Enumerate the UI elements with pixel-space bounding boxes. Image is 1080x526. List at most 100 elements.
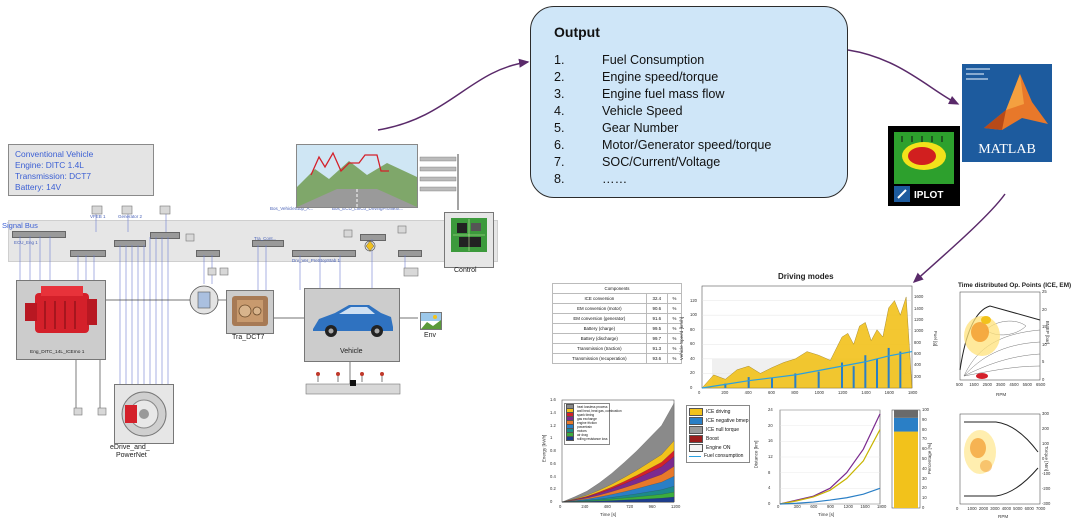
distance-line xyxy=(779,487,881,505)
driving-modes-legend: ICE driving ICE negative bmep ICE null t… xyxy=(686,405,750,463)
energy-x-label: Time [s] xyxy=(600,512,617,517)
negative-bmep-bar xyxy=(794,373,797,388)
legend-item: Fuel consumption xyxy=(689,453,743,459)
distance-line xyxy=(779,413,881,505)
bus-slot xyxy=(398,250,422,257)
info-line-vehicle-type: Conventional Vehicle xyxy=(15,149,94,159)
legend-item: ICE driving xyxy=(689,408,730,416)
engine-block[interactable] xyxy=(16,280,106,360)
bus-slot xyxy=(150,232,180,239)
bus-slot xyxy=(252,240,284,247)
bus-slot xyxy=(360,234,386,241)
ice-map-y-label: BMEP [bar] xyxy=(1045,320,1051,345)
percentage-bar-segment xyxy=(894,417,918,432)
engine-block-label: Eng_DITC_14L_ICEmo 1 xyxy=(30,350,85,355)
landscape-speed-profile-icon xyxy=(297,145,417,207)
table-header: Components xyxy=(552,283,682,294)
bus-block-label: VFEB 1 xyxy=(90,214,106,219)
control-block-label: Control xyxy=(454,267,477,274)
bus-slot xyxy=(114,240,146,247)
bus-block-label: Generator 2 xyxy=(118,214,143,219)
percentage-y-label: Percentage [%] xyxy=(927,442,933,475)
control-block[interactable] xyxy=(444,212,494,268)
distance-y-label: Distance [km] xyxy=(753,440,759,469)
bus-block-label: ECU_Eng 1 xyxy=(14,240,38,245)
output-item-motor-generator: 6.Motor/Generator speed/torque xyxy=(554,138,772,152)
bus-slot xyxy=(12,231,66,238)
edrive-label-line1: eDrive_and_ xyxy=(110,444,150,451)
output-title: Output xyxy=(554,24,600,40)
ice-op-points-map xyxy=(959,291,1041,381)
legend-item: ICE null torque xyxy=(689,426,739,434)
vehicle-block-label: Vehicle xyxy=(340,348,363,355)
percentage-bar-segment xyxy=(894,431,918,508)
output-item-engine-speed-torque: 2.Engine speed/torque xyxy=(554,70,719,84)
info-line-transmission: Transmission: DCT7 xyxy=(15,171,92,181)
table-row: Transmission (recuperation)93.6% xyxy=(552,353,683,364)
output-item-fuel-mass-flow: 3.Engine fuel mass flow xyxy=(554,87,725,101)
distance-x-label: Time [s] xyxy=(818,512,835,517)
vehicle-info-box: Conventional Vehicle Engine: DITC 1.4L T… xyxy=(8,144,154,196)
output-item-gear-number: 5.Gear Number xyxy=(554,121,679,135)
table-row: Battery (charge)99.5% xyxy=(552,323,683,334)
arrow-model-to-output xyxy=(377,58,530,131)
car-icon xyxy=(313,305,393,337)
matlab-wordmark: MATLAB xyxy=(978,142,1036,157)
vehicle-block[interactable] xyxy=(304,288,400,362)
driving-modes-title: Driving modes xyxy=(778,272,834,281)
negative-bmep-bar xyxy=(841,362,843,388)
negative-bmep-bar xyxy=(887,347,890,388)
legend-item: Engine ON xyxy=(689,444,730,452)
edrive-label-line2: PowerNet xyxy=(116,452,147,459)
negative-bmep-bar xyxy=(747,377,750,388)
info-line-engine: Engine: DITC 1.4L xyxy=(15,160,84,170)
transmission-block[interactable] xyxy=(226,290,274,334)
circuit-board-icon xyxy=(451,218,487,252)
matlab-membrane-icon xyxy=(962,64,1052,142)
fuel-consumption-line xyxy=(701,350,913,389)
engine-icon xyxy=(25,286,97,333)
percentage-bar-segment xyxy=(894,410,918,418)
bus-block-label: Tra_Cont... xyxy=(254,236,277,241)
driving-profile-block[interactable] xyxy=(296,144,418,208)
signal-bus-label: Signal Bus xyxy=(2,221,38,230)
legend-item: Boost xyxy=(689,435,719,443)
electric-motor-icon xyxy=(121,391,167,437)
table-row: Battery (discharge)99.7% xyxy=(552,333,683,344)
op-points-title: Time distributed Op. Points (ICE, EM) xyxy=(958,282,1072,289)
bus-block-label: Bos_VehicleStop_A... xyxy=(270,206,314,211)
iplot-logo xyxy=(888,126,960,206)
energy-y-label: Energy [kWh] xyxy=(541,434,547,463)
iplot-map-icon xyxy=(890,128,958,204)
negative-bmep-bar xyxy=(724,383,727,388)
iplot-wordmark: IPLOT xyxy=(914,190,944,201)
bus-block-label: Bos_ECU_LinCo_DrivingProfileSt... xyxy=(332,206,403,211)
transmission-block-label: Tra_DCT7 xyxy=(232,334,265,341)
output-box xyxy=(530,6,848,198)
output-item-fuel-consumption: 1.Fuel Consumption xyxy=(554,53,705,67)
negative-bmep-bar xyxy=(817,371,820,388)
edrive-powernet-block[interactable] xyxy=(114,384,174,444)
env-block[interactable] xyxy=(420,312,442,330)
negative-bmep-bar xyxy=(876,358,878,388)
output-item-more: 8.…… xyxy=(554,172,628,186)
env-block-label: Env xyxy=(424,332,437,339)
table-row: Transmission (traction)91.3% xyxy=(552,343,683,354)
ice-map-x-label: RPM xyxy=(996,392,1007,397)
distance-line xyxy=(779,429,881,505)
fuel-axis-label: Fuel [g] xyxy=(933,330,939,347)
gearbox-icon xyxy=(232,296,268,326)
energy-breakdown-chart xyxy=(561,399,675,503)
distance-chart xyxy=(779,409,881,505)
negative-bmep-bar xyxy=(771,377,773,388)
output-item-soc-current-voltage: 7.SOC/Current/Voltage xyxy=(554,155,721,169)
negative-bmep-bar xyxy=(899,351,902,388)
energy-layer xyxy=(561,496,675,503)
info-line-battery: Battery: 14V xyxy=(15,182,62,192)
table-row: EM conversion (generator)91.6% xyxy=(552,313,683,324)
energy-legend: heat lossless process wall heat, heat ga… xyxy=(564,403,622,445)
